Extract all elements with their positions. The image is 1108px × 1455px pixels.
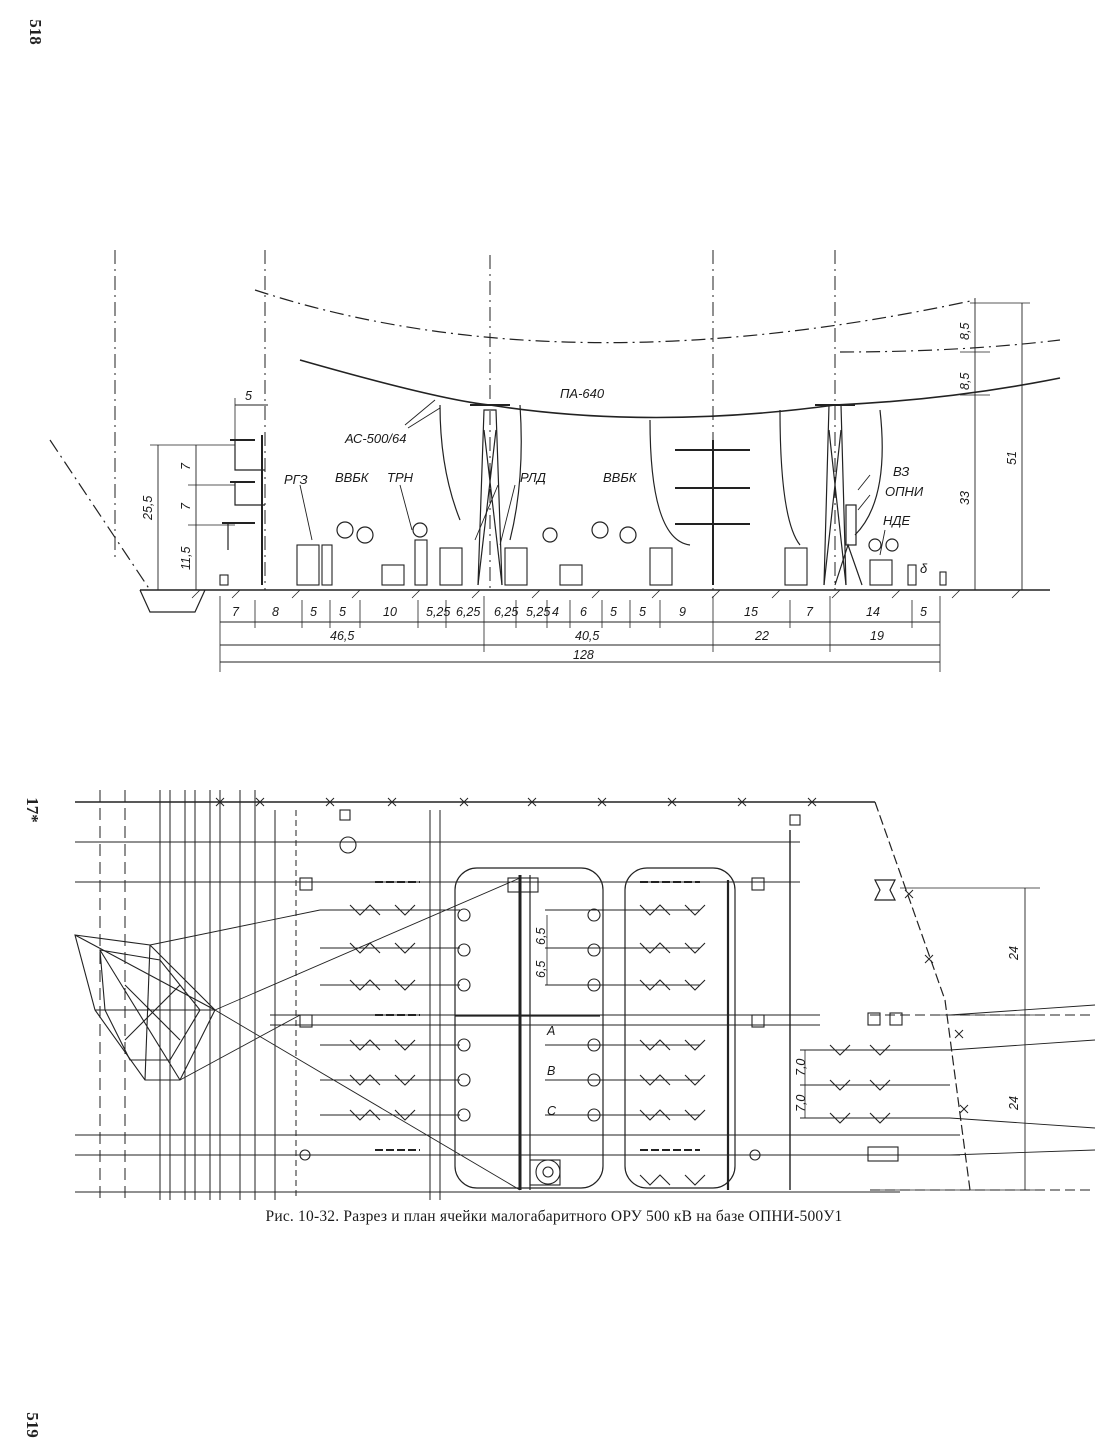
dim-right-b: 8,5 [958, 373, 972, 390]
label-vvbk-left: ВВБК [335, 470, 370, 485]
dimension-label: 5 [639, 605, 646, 619]
dimension-label: 5 [920, 605, 927, 619]
label-pa-640: ПА-640 [560, 386, 605, 401]
figure-caption: Рис. 10-32. Разрез и план ячейки малогаб… [0, 1208, 1108, 1226]
label-vz: ВЗ [893, 464, 909, 479]
dim-right-a: 8,5 [958, 323, 972, 340]
dimension-label: 4 [552, 605, 559, 619]
dim-left-top: 7 [179, 462, 193, 470]
plan-dim-65a: 6,5 [534, 928, 548, 945]
dim-left-total: 25,5 [141, 496, 155, 521]
dimension-label: 5 [610, 605, 617, 619]
dim-top-small: 5 [245, 389, 252, 403]
dimension-label: 22 [754, 629, 769, 643]
label-ac-500: АС-500/64 [344, 431, 406, 446]
label-rgz: РГЗ [284, 472, 308, 487]
dimension-label: 5,25 [426, 605, 450, 619]
dimension-label: 6,25 [494, 605, 518, 619]
plan-phase-b: B [547, 1064, 555, 1078]
dimension-label: 6 [580, 605, 587, 619]
dimension-label: 15 [744, 605, 758, 619]
plan-view [75, 790, 1095, 1200]
dim-right-33: 33 [958, 491, 972, 505]
dim-left-bottom: 11,5 [179, 547, 193, 570]
dimension-label: 8 [272, 605, 279, 619]
plan-dim-70b: 7,0 [794, 1095, 808, 1112]
dim-total: 128 [573, 648, 594, 662]
dimension-label: 6,25 [456, 605, 480, 619]
dimension-label: 7 [806, 605, 814, 619]
label-nde: НДЕ [883, 513, 911, 528]
dimension-label: 7 [232, 605, 240, 619]
label-rld: РЛД [520, 470, 546, 485]
dimension-row-2: 46,5 40,5 22 19 [330, 629, 884, 643]
plan-dim-24b: 24 [1007, 1096, 1021, 1111]
dim-right-51: 51 [1005, 451, 1019, 465]
plan-phase-c: C [547, 1104, 557, 1118]
label-vvbk-right: ВВБК [603, 470, 638, 485]
dimension-label: 5,25 [526, 605, 550, 619]
label-sensor: δ [920, 561, 928, 576]
label-trn: ТРН [387, 470, 414, 485]
dimension-label: 10 [383, 605, 397, 619]
dim-left-mid: 7 [179, 502, 193, 510]
dimension-label: 5 [310, 605, 317, 619]
plan-phase-a: A [546, 1024, 555, 1038]
dimension-label: 46,5 [330, 629, 354, 643]
plan-dim-65b: 6,5 [534, 961, 548, 978]
plan-dim-70a: 7,0 [794, 1059, 808, 1076]
label-opni: ОПНИ [885, 484, 924, 499]
dimension-label: 19 [870, 629, 884, 643]
plan-dim-24a: 24 [1007, 946, 1021, 961]
dimension-label: 9 [679, 605, 686, 619]
dimension-label: 14 [866, 605, 880, 619]
dimension-label: 5 [339, 605, 346, 619]
dimension-label: 40,5 [575, 629, 599, 643]
